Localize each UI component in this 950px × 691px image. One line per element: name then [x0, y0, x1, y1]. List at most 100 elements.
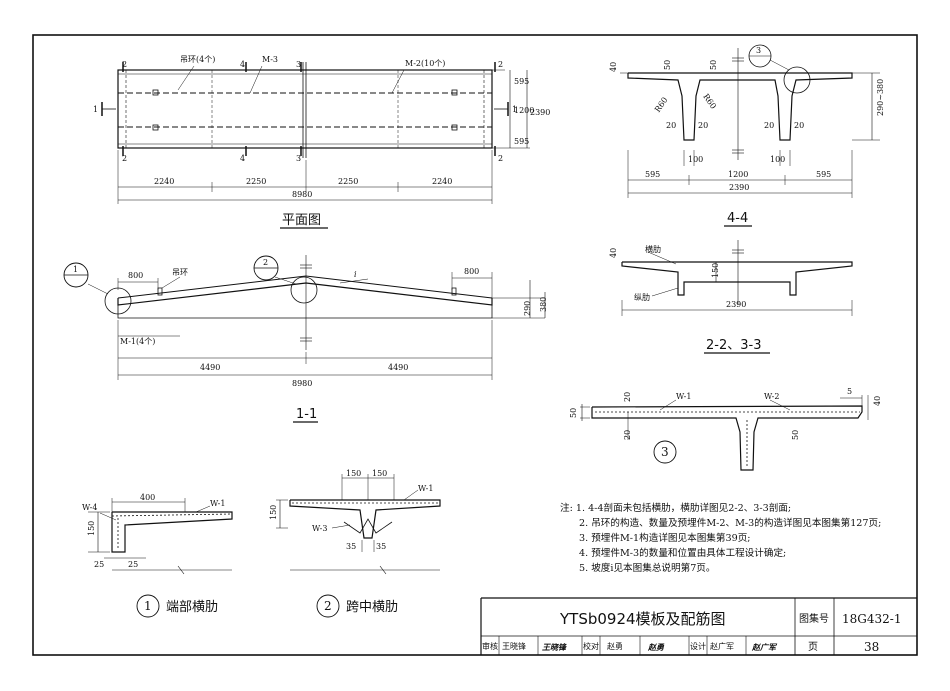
section11-caption: 1-1	[296, 407, 317, 422]
plan-section-4-mark-bottom: 4	[240, 154, 245, 163]
detail1-dim-len: 400	[140, 493, 155, 502]
plan-m3-label: M-3	[262, 55, 278, 64]
section44-dim-flange: 50	[663, 60, 672, 70]
section44-slope-4: 20	[794, 121, 804, 130]
detail2-w3-label: W-3	[312, 524, 327, 533]
section11-dim-end-right: 800	[464, 267, 479, 276]
section11-callout-2: 2	[263, 258, 268, 267]
plan-section-2-mark-bottom: 2	[122, 154, 127, 163]
plan-section-1-mark: 1	[93, 105, 98, 114]
section44-callout: 3	[756, 46, 761, 55]
section22-dim-top: 40	[609, 248, 618, 258]
detail2-dim-h: 150	[269, 505, 278, 520]
section11-dim-end-left: 800	[128, 271, 143, 280]
detail1-caption: 端部横肋	[166, 600, 218, 615]
title-block	[480, 597, 917, 655]
detail3-dim-3: 20	[623, 430, 632, 440]
plan-width-2: 1200	[514, 106, 534, 115]
detail3-dim-4: 50	[791, 430, 800, 440]
detail2-dim-b: 150	[372, 469, 387, 478]
section44-height: 290~380	[876, 79, 885, 116]
atlas-label: 图集号	[799, 612, 829, 625]
plan-section-4-mark: 4	[240, 60, 245, 69]
detail1-num: 1	[144, 599, 152, 613]
detail3-dim-1: 50	[569, 408, 578, 418]
plan-total-width: 2390	[530, 108, 550, 117]
section44-width-2: 1200	[728, 170, 748, 179]
section11-total: 8980	[292, 379, 312, 388]
section44-radius-1: R60	[653, 96, 670, 114]
section22-long-rib-label: 纵肋	[634, 292, 650, 302]
section22-cross-rib-label: 横肋	[645, 244, 661, 254]
plan-view	[101, 62, 530, 204]
page-label: 页	[808, 641, 818, 653]
plan-segment-3: 2250	[338, 177, 358, 186]
page-number: 38	[864, 640, 879, 654]
detail3-dim-5: 5	[847, 387, 852, 396]
section-1-1	[87, 255, 546, 380]
note-line-1: 注: 1. 4-4剖面未包括横肋，横肋详图见2-2、3-3剖面;	[560, 503, 792, 514]
plan-section-3-mark-bottom: 3	[296, 154, 301, 163]
detail3-dim-6: 40	[873, 396, 882, 406]
plan-section-3-mark: 3	[296, 60, 301, 69]
section22-total: 2390	[726, 300, 746, 309]
review-signature: 王晓锋	[542, 642, 568, 652]
section11-m1-label: M-1(4个)	[120, 337, 155, 346]
plan-section-2-mark: 2	[122, 60, 127, 69]
detail3-dim-2: 20	[623, 392, 632, 402]
detail2-dim-d: 35	[376, 542, 386, 551]
plan-segment-4: 2240	[432, 177, 452, 186]
plan-m2-label: M-2(10个)	[405, 59, 445, 68]
check-signature: 赵勇	[647, 642, 665, 652]
callout-1-marker: 1	[63, 262, 89, 288]
section44-slope-3: 20	[764, 121, 774, 130]
section44-width-1: 595	[645, 170, 660, 179]
plan-lift-ring-label: 吊环(4个)	[180, 55, 215, 64]
design-signature: 赵广军	[751, 642, 778, 652]
detail1-dim-b2: 25	[128, 560, 138, 569]
review-role: 审核	[482, 641, 498, 651]
plan-segment-1: 2240	[154, 177, 174, 186]
section44-radius-2: R60	[701, 92, 718, 110]
section44-caption: 4-4	[727, 211, 748, 226]
check-name: 赵勇	[607, 641, 623, 651]
section44-dim-top: 40	[609, 62, 618, 72]
note-line-4: 4. 预埋件M-3的数量和位置由具体工程设计确定;	[579, 548, 787, 559]
detail3-w2-label: W-2	[764, 392, 779, 401]
sheet-frame	[32, 34, 918, 656]
plan-caption: 平面图	[282, 213, 321, 228]
detail2-caption: 跨中横肋	[346, 600, 398, 615]
note-line-5: 5. 坡度i见本图集总说明第7页。	[579, 563, 716, 574]
section-4-4	[620, 44, 880, 198]
plan-section-1-mark-right: 1	[512, 105, 517, 114]
detail1-dim-h: 150	[87, 521, 96, 536]
plan-segment-2: 2250	[246, 177, 266, 186]
section44-slope-2: 20	[698, 121, 708, 130]
section44-slope-1: 20	[666, 121, 676, 130]
section11-dim-h-total: 380	[539, 297, 548, 312]
detail-1	[88, 498, 233, 618]
detail2-dim-c: 35	[346, 542, 356, 551]
detail-3	[580, 395, 869, 471]
review-name: 王晓锋	[502, 641, 526, 651]
plan-total-length: 8980	[292, 190, 312, 199]
drawing-title: YTSb0924模板及配筋图	[559, 610, 726, 628]
notes-block: 注: 1. 4-4剖面未包括横肋，横肋详图见2-2、3-3剖面; 2. 吊环的构…	[560, 501, 920, 576]
section-2-2-3-3	[621, 240, 853, 316]
detail2-num: 2	[324, 599, 332, 613]
detail1-w4-label: W-4	[82, 503, 97, 512]
atlas-number: 18G432-1	[842, 612, 901, 626]
detail-2	[276, 474, 441, 618]
plan-width-1: 595	[514, 77, 529, 86]
section11-dim-h-mid: 290	[523, 301, 532, 316]
section22-caption: 2-2、3-3	[706, 338, 761, 353]
section11-ring-label: 吊环	[172, 268, 188, 277]
detail2-w1-label: W-1	[418, 484, 433, 493]
section44-rib-2: 100	[770, 155, 785, 164]
section44-width-3: 595	[816, 170, 831, 179]
section44-rib-1: 100	[688, 155, 703, 164]
note-line-2: 2. 吊环的构造、数量及预埋件M-2、M-3的构造详图见本图集第127页;	[579, 518, 882, 529]
check-role: 校对	[583, 641, 599, 651]
detail3-callout: 3	[661, 445, 669, 459]
